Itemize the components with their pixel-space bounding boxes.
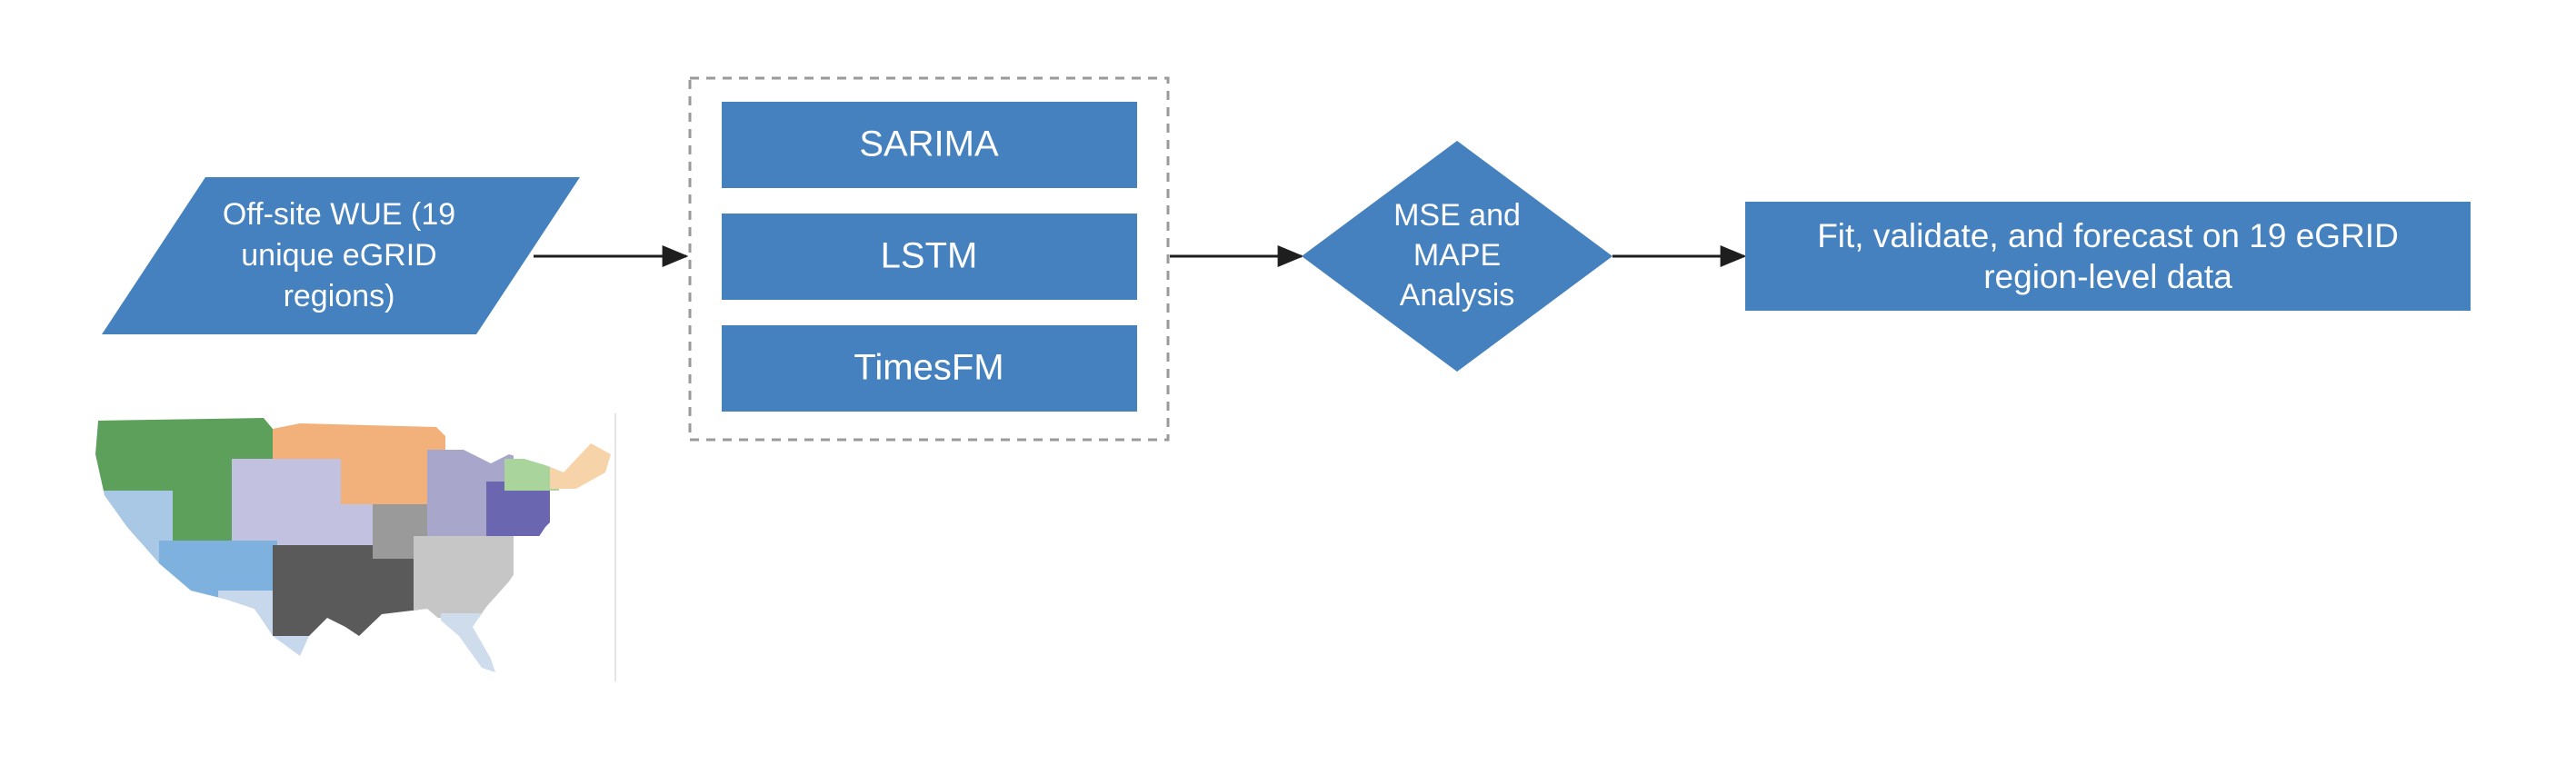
map-region — [441, 613, 504, 672]
model-label-timesfm: TimesFM — [854, 348, 1003, 388]
model-box-sarima-rect — [722, 102, 1137, 188]
map-region — [232, 459, 341, 550]
model-label-lstm: LSTM — [881, 236, 978, 276]
input-label-line-3: regions) — [284, 279, 395, 313]
analysis-node: MSE and MAPE Analysis — [1302, 141, 1612, 372]
input-label-line-1: Off-site WUE (19 — [223, 197, 455, 232]
model-box-lstm-rect — [722, 214, 1137, 300]
input-label-line-2: unique eGRID — [241, 238, 436, 273]
model-box-lstm: LSTM — [722, 214, 1137, 300]
output-node: Fit, validate, and forecast on 19 eGRID … — [1745, 202, 2471, 311]
input-parallelogram — [102, 177, 580, 334]
map-region — [414, 536, 514, 618]
analysis-label-line-3: Analysis — [1400, 278, 1515, 313]
analysis-label-line-1: MSE and — [1393, 198, 1521, 233]
model-box-timesfm-rect — [722, 325, 1137, 412]
model-box-sarima: SARIMA — [722, 102, 1137, 188]
output-box — [1745, 202, 2471, 311]
models-dashed-group — [688, 76, 1170, 442]
output-label-line-2: region-level data — [1983, 258, 2232, 295]
model-box-timesfm: TimesFM — [722, 325, 1137, 412]
map-region — [550, 443, 611, 489]
output-label-line-1: Fit, validate, and forecast on 19 eGRID — [1817, 217, 2399, 254]
analysis-label-line-2: MAPE — [1413, 238, 1501, 273]
analysis-diamond — [1302, 141, 1612, 372]
model-label-sarima: SARIMA — [859, 124, 999, 164]
input-data-node: Off-site WUE (19 unique eGRID regions) — [102, 177, 580, 334]
us-egrid-regions-map — [95, 413, 616, 681]
